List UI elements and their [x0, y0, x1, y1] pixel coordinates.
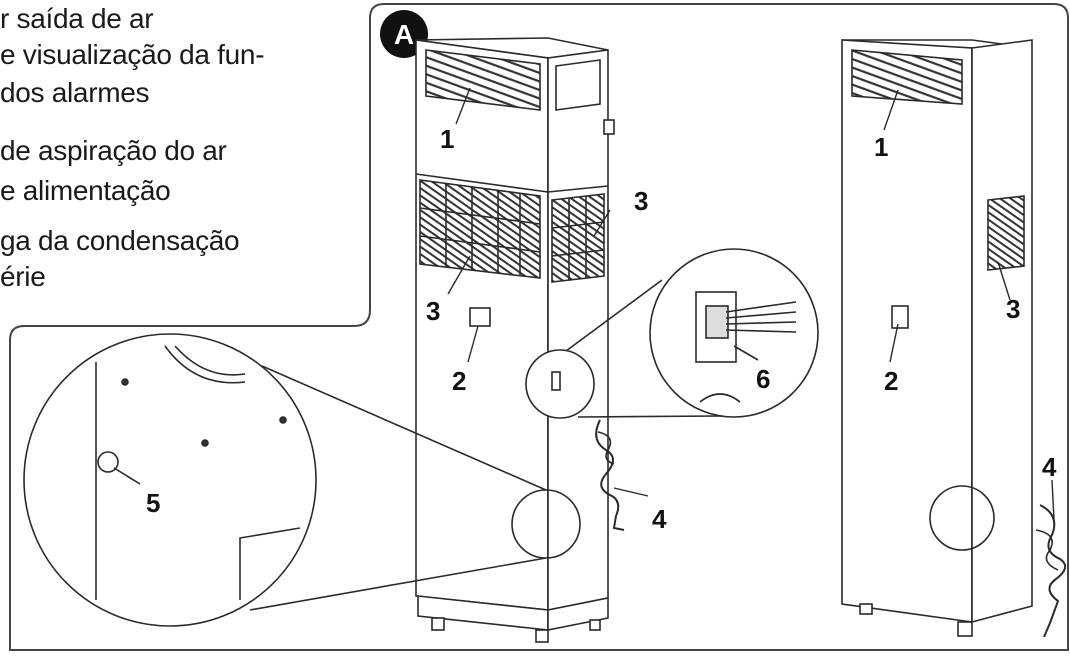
air-outlet-grille [425, 49, 541, 111]
legend-line-5: e alimentação [0, 175, 171, 206]
legend-line-6: ga da condensação [0, 225, 240, 256]
legend-line-4: de aspiração do ar [0, 135, 227, 166]
detail-drain [23, 333, 581, 627]
callout-2-rear: 2 [884, 366, 898, 396]
view-badge-label: A [394, 19, 414, 50]
callout-3-front: 3 [426, 296, 440, 326]
air-outlet-grille-rear [851, 49, 963, 105]
detail-connector [525, 248, 819, 419]
diagram-frame [9, 3, 1069, 651]
unit-front-view [415, 37, 625, 643]
callout-3-side: 3 [634, 186, 648, 216]
legend-line-7: érie [0, 261, 46, 292]
callout-4-front: 4 [652, 504, 667, 534]
callout-1-front: 1 [440, 124, 454, 154]
callout-2-front: 2 [452, 366, 466, 396]
display-panel [469, 307, 491, 327]
callout-6: 6 [756, 364, 770, 394]
callout-4-rear: 4 [1042, 452, 1057, 482]
air-intake-grille-rear [987, 195, 1025, 271]
callout-1-rear: 1 [874, 132, 888, 162]
legend-line-3: dos alarmes [0, 77, 150, 108]
power-cable-rear [1039, 504, 1067, 638]
callout-3-rear: 3 [1006, 294, 1020, 324]
callout-5: 5 [146, 488, 160, 518]
air-intake-grille-front [419, 179, 541, 279]
legend-line-2: e visualização da fun- [0, 39, 265, 70]
power-cable [595, 419, 625, 531]
display-panel-rear [891, 305, 909, 329]
unit-rear-view [841, 39, 1067, 638]
air-intake-grille-side [551, 193, 605, 283]
legend-line-1: r saída de ar [0, 3, 154, 34]
